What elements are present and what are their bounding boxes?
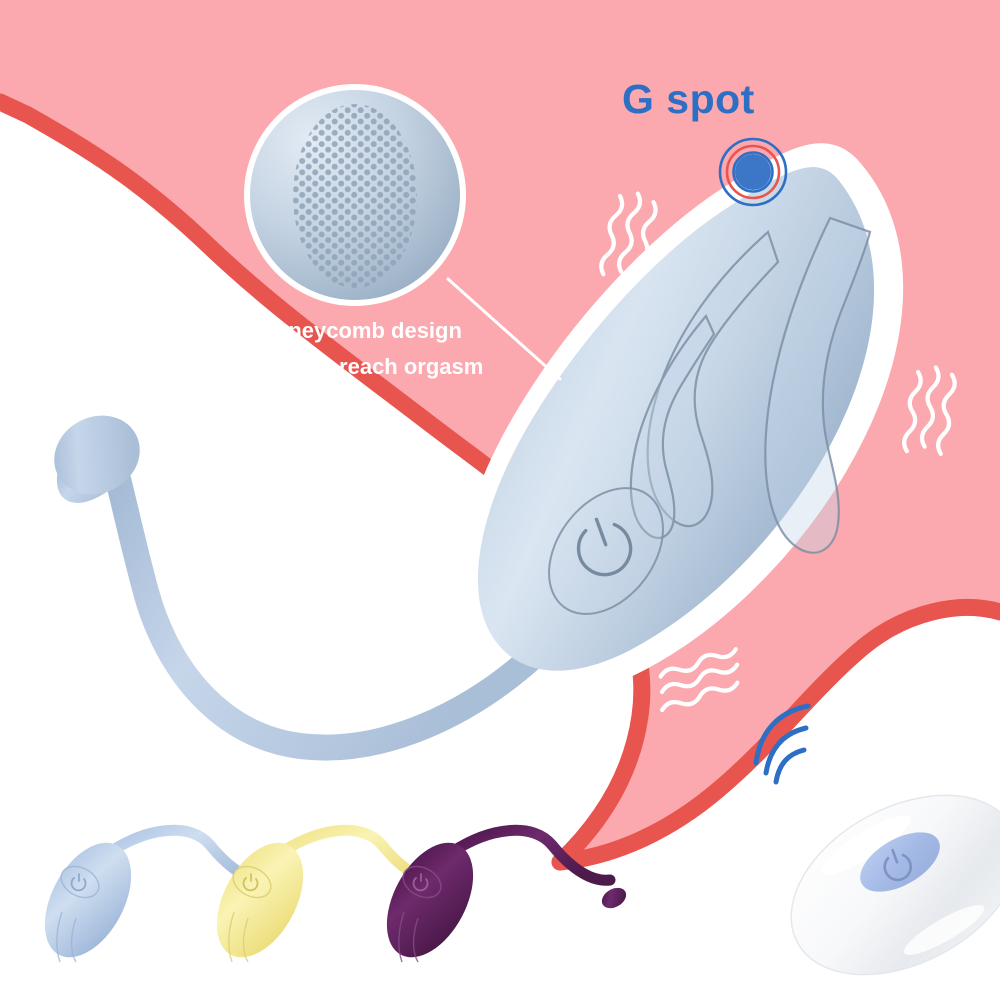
power-icon <box>242 873 259 892</box>
device-button-recess[interactable] <box>526 466 687 636</box>
wave-mark-near-gspot <box>599 191 658 283</box>
power-icon[interactable] <box>882 848 915 883</box>
power-icon <box>412 873 429 892</box>
power-icon <box>70 873 87 892</box>
remote-signal-arcs <box>753 703 811 785</box>
power-icon[interactable] <box>572 517 638 582</box>
gspot-center-dot <box>735 154 771 190</box>
honeycomb-dot-pattern <box>293 104 417 288</box>
wave-mark-below-device <box>658 647 740 713</box>
honeycomb-label-line2: Easier to reach orgasm <box>240 354 484 379</box>
honeycomb-leader-line <box>446 277 562 381</box>
honeycomb-label-line1: Honeycomb design <box>259 318 462 343</box>
device-flame-grooves <box>629 216 872 554</box>
wave-mark-right-device <box>902 365 957 457</box>
gspot-label: G spot <box>622 76 755 122</box>
variant-purple[interactable] <box>369 824 630 971</box>
remote-power-button[interactable] <box>850 820 949 904</box>
device-body <box>477 167 875 671</box>
device-retrieval-cord <box>54 415 553 761</box>
wave-mark-left-device <box>399 471 457 563</box>
